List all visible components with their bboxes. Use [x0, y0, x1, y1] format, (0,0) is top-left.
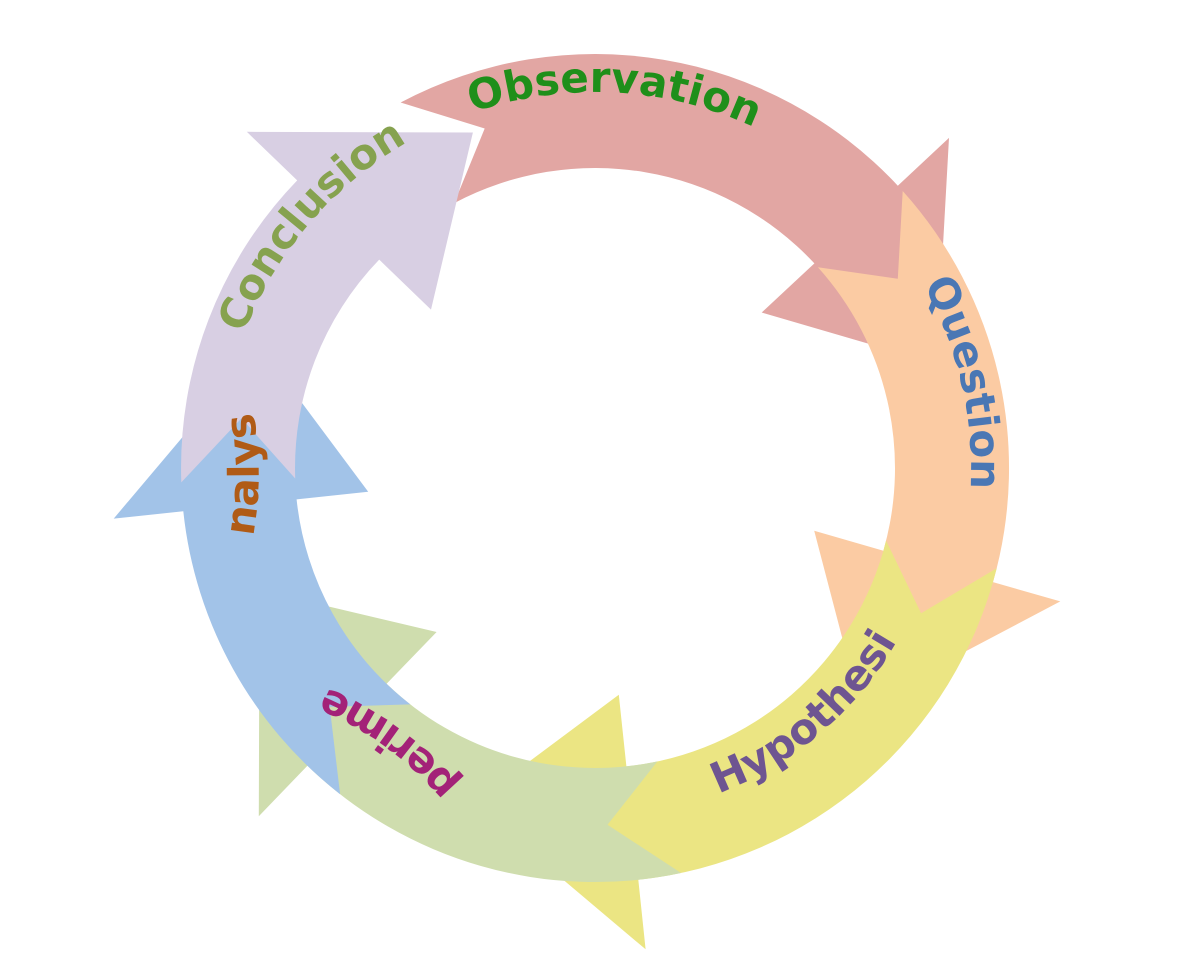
label-text-analysis: Analysis — [0, 0, 269, 538]
arrow-observation — [400, 54, 950, 364]
cycle-arrows — [113, 54, 1061, 950]
arrow-conclusion — [181, 131, 473, 483]
label-analysis: Analysis — [0, 0, 269, 538]
